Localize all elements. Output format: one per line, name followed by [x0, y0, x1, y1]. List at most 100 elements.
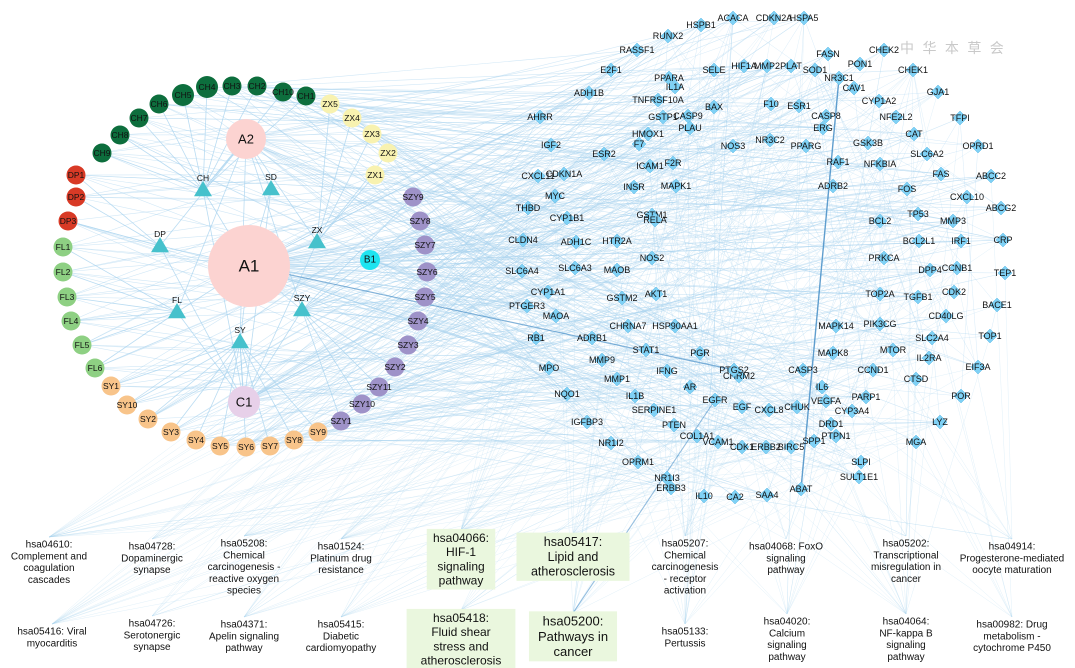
gene-node-gstm2[interactable]: [614, 290, 630, 306]
gene-node-plat[interactable]: [783, 58, 799, 74]
gene-node-mapk1[interactable]: [668, 178, 684, 194]
gene-node-egfr[interactable]: [707, 392, 723, 408]
compound-node-sy1[interactable]: [101, 376, 121, 396]
gene-node-igfbp3[interactable]: [579, 414, 595, 430]
ingredient-node-b1[interactable]: [360, 250, 380, 270]
gene-node-thbd[interactable]: [520, 200, 536, 216]
compound-node-szy2[interactable]: [385, 357, 405, 377]
gene-node-plau[interactable]: [682, 120, 698, 136]
gene-node-fas[interactable]: [933, 166, 949, 182]
gene-node-tep1[interactable]: [997, 265, 1013, 281]
gene-node-oprd1[interactable]: [970, 138, 986, 154]
gene-node-top2a[interactable]: [872, 286, 888, 302]
gene-node-hspb1[interactable]: [693, 17, 709, 33]
gene-node-akt1[interactable]: [648, 286, 664, 302]
gene-node-saa4[interactable]: [759, 487, 775, 503]
gene-node-mmp3[interactable]: [945, 213, 961, 229]
gene-node-insr[interactable]: [626, 179, 642, 195]
herb-node-fl[interactable]: [168, 303, 186, 319]
gene-node-erbb3[interactable]: [663, 480, 679, 496]
gene-node-ccnb1[interactable]: [949, 260, 965, 276]
gene-node-erg[interactable]: [815, 120, 831, 136]
gene-node-nr1i2[interactable]: [603, 435, 619, 451]
gene-node-mtor[interactable]: [885, 342, 901, 358]
gene-node-nr3c2[interactable]: [762, 132, 778, 148]
herb-node-dp[interactable]: [151, 237, 169, 253]
gene-node-slc2a4[interactable]: [924, 330, 940, 346]
gene-node-rela[interactable]: [647, 212, 663, 228]
gene-node-erbb2[interactable]: [758, 439, 774, 455]
compound-node-szy5[interactable]: [415, 287, 435, 307]
gene-node-bcl2l1[interactable]: [911, 233, 927, 249]
gene-node-nqo1[interactable]: [559, 386, 575, 402]
ingredient-node-c1[interactable]: [228, 386, 260, 418]
gene-node-nfkbia[interactable]: [872, 156, 888, 172]
gene-node-cxcl10[interactable]: [959, 189, 975, 205]
compound-node-szy1[interactable]: [331, 411, 351, 431]
gene-node-cdk2[interactable]: [946, 284, 962, 300]
gene-node-cxcl8[interactable]: [761, 402, 777, 418]
gene-node-f7[interactable]: [631, 136, 647, 152]
gene-node-icam1[interactable]: [642, 158, 658, 174]
gene-node-stat1[interactable]: [638, 342, 654, 358]
gene-node-fos[interactable]: [899, 181, 915, 197]
herb-node-sy[interactable]: [231, 333, 249, 349]
gene-node-parp1[interactable]: [858, 389, 874, 405]
gene-node-pparg[interactable]: [798, 138, 814, 154]
compound-node-szy9[interactable]: [403, 187, 423, 207]
gene-node-hspa5[interactable]: [796, 10, 812, 26]
gene-node-irf1[interactable]: [953, 233, 969, 249]
compound-node-sy8[interactable]: [284, 430, 304, 450]
gene-node-por[interactable]: [953, 388, 969, 404]
gene-node-nos3[interactable]: [725, 138, 741, 154]
gene-node-ahrr[interactable]: [532, 109, 548, 125]
compound-node-dp2[interactable]: [66, 187, 86, 207]
gene-node-maoa[interactable]: [548, 308, 564, 324]
compound-node-dp1[interactable]: [66, 165, 86, 185]
gene-node-esr2[interactable]: [596, 146, 612, 162]
compound-node-ch5[interactable]: [172, 84, 194, 106]
gene-node-il10[interactable]: [696, 488, 712, 504]
gene-node-mmp2[interactable]: [759, 58, 775, 74]
compound-node-ch4[interactable]: [196, 76, 218, 98]
gene-node-myc[interactable]: [547, 188, 563, 204]
gene-node-egf[interactable]: [734, 399, 750, 415]
compound-node-sy9[interactable]: [308, 422, 328, 442]
compound-node-ch6[interactable]: [149, 94, 169, 114]
gene-node-ccnd1[interactable]: [865, 362, 881, 378]
gene-node-fasn[interactable]: [820, 46, 836, 62]
gene-node-cyp1a1[interactable]: [540, 284, 556, 300]
gene-node-ifng[interactable]: [659, 363, 675, 379]
herb-node-sd[interactable]: [262, 180, 280, 196]
compound-node-zx3[interactable]: [362, 124, 382, 144]
gene-node-slpi[interactable]: [853, 454, 869, 470]
gene-node-eif3a[interactable]: [970, 359, 986, 375]
gene-node-il1a[interactable]: [667, 79, 683, 95]
gene-node-htr2a[interactable]: [609, 233, 625, 249]
gene-node-cd40lg[interactable]: [938, 308, 954, 324]
gene-node-lyz[interactable]: [932, 414, 948, 430]
gene-node-chuk[interactable]: [789, 399, 805, 415]
gene-node-mapk14[interactable]: [828, 318, 844, 334]
gene-node-tp53[interactable]: [910, 206, 926, 222]
gene-node-bcl2[interactable]: [872, 213, 888, 229]
gene-node-casp3[interactable]: [795, 362, 811, 378]
gene-node-abcc2[interactable]: [983, 168, 999, 184]
compound-node-szy10[interactable]: [352, 394, 372, 414]
compound-node-sy5[interactable]: [210, 436, 230, 456]
compound-node-fl4[interactable]: [61, 311, 81, 331]
gene-node-ppara[interactable]: [661, 70, 677, 86]
gene-node-rassf1[interactable]: [629, 42, 645, 58]
herb-node-zx[interactable]: [308, 233, 326, 249]
compound-node-sy3[interactable]: [161, 422, 181, 442]
gene-node-il2ra[interactable]: [921, 350, 937, 366]
gene-node-bace1[interactable]: [989, 297, 1005, 313]
gene-node-crp[interactable]: [995, 232, 1011, 248]
gene-node-gja1[interactable]: [930, 84, 946, 100]
gene-node-rb1[interactable]: [528, 330, 544, 346]
gene-node-nos2[interactable]: [644, 250, 660, 266]
gene-node-ptgs2[interactable]: [726, 362, 742, 378]
gene-node-cav1[interactable]: [846, 80, 862, 96]
gene-node-hif1a[interactable]: [736, 58, 752, 74]
compound-node-sy4[interactable]: [186, 430, 206, 450]
